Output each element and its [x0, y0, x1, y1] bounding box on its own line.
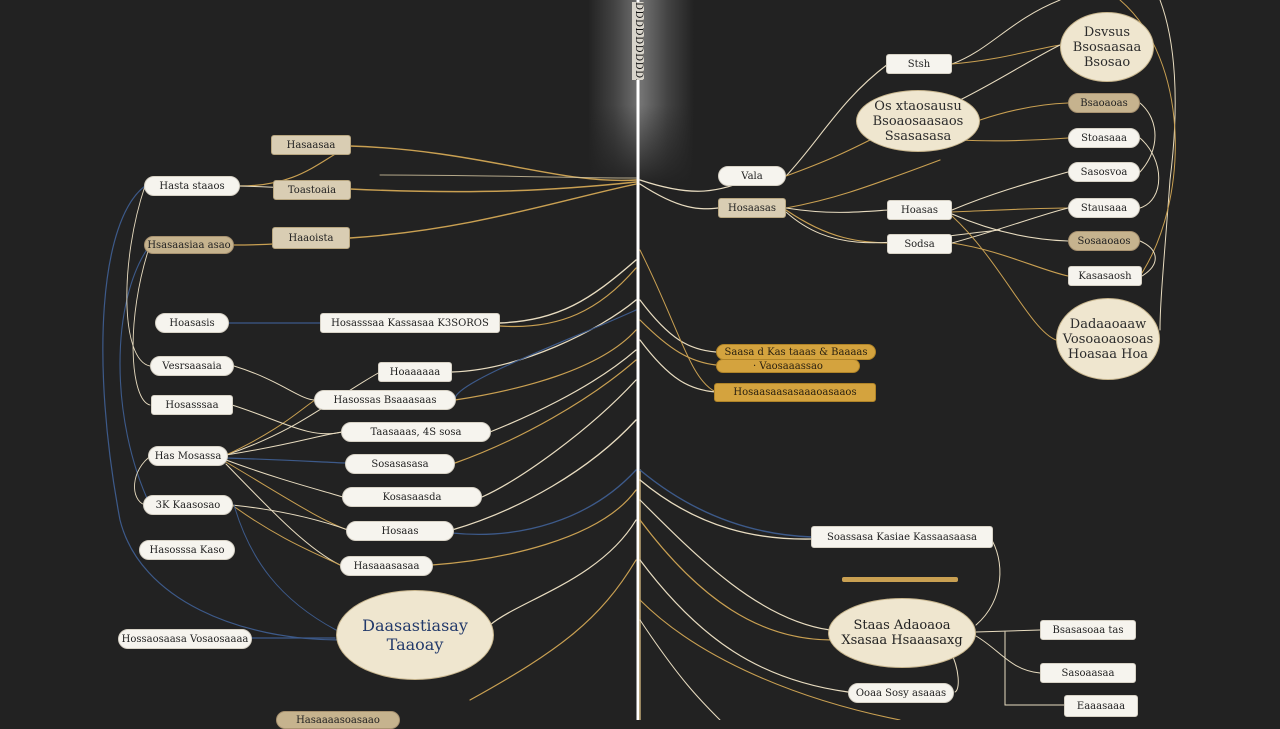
right-node-3[interactable]: Hosaasas [718, 198, 786, 218]
left-node-13[interactable]: Has Mosassa [148, 446, 228, 466]
trunk-label: DDDDDDDDDDDDD [632, 2, 644, 80]
left-node-15[interactable]: Kosasaasda [342, 487, 482, 507]
left-node-19[interactable]: Hasaaasasaa [340, 556, 433, 576]
right-node-7[interactable]: Stoasaaa [1068, 128, 1140, 148]
right-lower-oval-line-3: Hoasaa Hoa [1067, 346, 1149, 362]
right-bottom-title-oval[interactable]: Staas Adaoaoa Xsasaa Hsaaasaxg [828, 598, 976, 668]
right-node-15[interactable]: Soassasa Kasiae Kassaasaasa [811, 526, 993, 548]
right-node-2[interactable]: Vala [718, 166, 786, 186]
right-top-oval-line-1: Dsvsus [1083, 24, 1131, 40]
right-lower-oval[interactable]: Dadaaoaaw Vosoaoaosoas Hoasaa Hoa [1056, 298, 1160, 380]
right-bottom-title-line-1: Staas Adaoaoa [853, 618, 951, 633]
left-node-10[interactable]: Hosasssaa [151, 395, 233, 415]
left-node-9[interactable]: Hoaaaaaa [378, 362, 452, 382]
left-node-20[interactable]: Hossaosaasa Vosaosaaaa [118, 629, 252, 649]
right-node-9[interactable]: Stausaaa [1068, 198, 1140, 218]
right-upper-mid-oval-line-2: Bsoaosaasaos [872, 113, 964, 129]
right-node-18[interactable]: Ooaa Sosy asaaas [848, 683, 954, 703]
right-top-oval-line-2: Bsosaasaa [1072, 39, 1142, 55]
left-node-14[interactable]: Sosasasasa [345, 454, 455, 474]
left-node-1[interactable]: Hasaasaa [271, 135, 351, 155]
right-node-1[interactable]: Stsh [886, 54, 952, 74]
left-node-7[interactable]: Hosasssaa Kassasaa K3SOROS [320, 313, 500, 333]
right-node-19[interactable]: Eaaasaaa [1064, 695, 1138, 717]
left-node-17[interactable]: Hosaas [346, 521, 454, 541]
right-node-6[interactable]: Bsaoaoas [1068, 93, 1140, 113]
left-node-2[interactable]: Hasta staaos [144, 176, 240, 196]
right-bottom-title-line-2: Xsasaa Hsaaasaxg [841, 633, 963, 648]
right-divider-bar [842, 577, 958, 582]
right-node-4[interactable]: Hoasas [887, 200, 952, 220]
left-title-oval[interactable]: Daasastiasay Taaoay [336, 590, 494, 680]
right-top-oval[interactable]: Dsvsus Bsosaasaa Bsosao [1060, 12, 1154, 82]
left-node-18[interactable]: Hasosssa Kaso [139, 540, 235, 560]
right-node-10[interactable]: Sosaaoaos [1068, 231, 1140, 251]
right-node-8[interactable]: Sasosvoa [1068, 162, 1140, 182]
left-node-21[interactable]: Hasaaaasoasaao [276, 711, 400, 729]
left-node-12[interactable]: Taasaaas, 4S sosa [341, 422, 491, 442]
right-node-5[interactable]: Sodsa [887, 234, 952, 254]
left-node-6[interactable]: Hoasasis [155, 313, 229, 333]
left-node-8[interactable]: Vesrsaasaia [150, 356, 234, 376]
right-top-oval-line-3: Bsosao [1083, 54, 1131, 70]
left-node-5[interactable]: Haaoista [272, 227, 350, 249]
right-lower-oval-line-2: Vosoaoaosoas [1062, 331, 1154, 347]
right-node-12[interactable]: Saasa d Kas taaas & Baaaas [716, 344, 876, 360]
left-node-3[interactable]: Toastoaia [273, 180, 351, 200]
right-node-17[interactable]: Sasoaasaa [1040, 663, 1136, 683]
right-upper-mid-oval-line-1: Os xtaosausu [874, 98, 962, 114]
left-title-line-1: Daasastiasay [362, 616, 468, 635]
right-upper-mid-oval-line-3: Ssasasasa [884, 128, 952, 144]
right-node-16[interactable]: Bsasasoaa tas [1040, 620, 1136, 640]
right-lower-oval-line-1: Dadaaoaaw [1069, 316, 1147, 332]
left-node-16[interactable]: 3K Kaasosao [143, 495, 233, 515]
right-node-13[interactable]: · Vaosaaassao [716, 359, 860, 373]
right-node-14[interactable]: Hosaasaasasaaaoasaaos [714, 383, 876, 402]
right-upper-mid-oval[interactable]: Os xtaosausu Bsoaosaasaos Ssasasasa [856, 90, 980, 152]
left-node-11[interactable]: Hasossas Bsaaasaas [314, 390, 456, 410]
left-title-line-2: Taaoay [386, 635, 444, 654]
left-node-4[interactable]: Hsasaasiaa asao [144, 236, 234, 254]
right-node-11[interactable]: Kasasaosh [1068, 266, 1142, 286]
